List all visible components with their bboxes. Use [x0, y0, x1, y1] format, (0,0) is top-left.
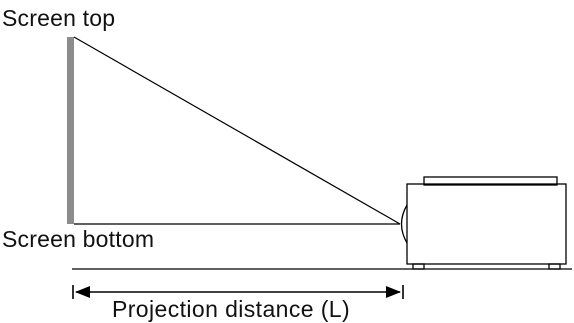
projector-lens [400, 204, 408, 244]
projector-top-panel [423, 176, 558, 186]
arrowhead-left [75, 286, 90, 298]
projection-distance-label: Projection distance (L) [112, 296, 351, 322]
projector-foot-left [412, 263, 425, 270]
projector [400, 176, 567, 270]
arrowhead-right [386, 286, 401, 298]
screen-bottom-label: Screen bottom [2, 226, 155, 252]
screen-panel [67, 37, 74, 224]
screen-top-label: Screen top [2, 5, 116, 31]
projector-foot-right [548, 263, 561, 270]
projection-line-top [73, 36, 401, 225]
projector-body [406, 183, 567, 265]
distance-arrow [72, 285, 404, 299]
